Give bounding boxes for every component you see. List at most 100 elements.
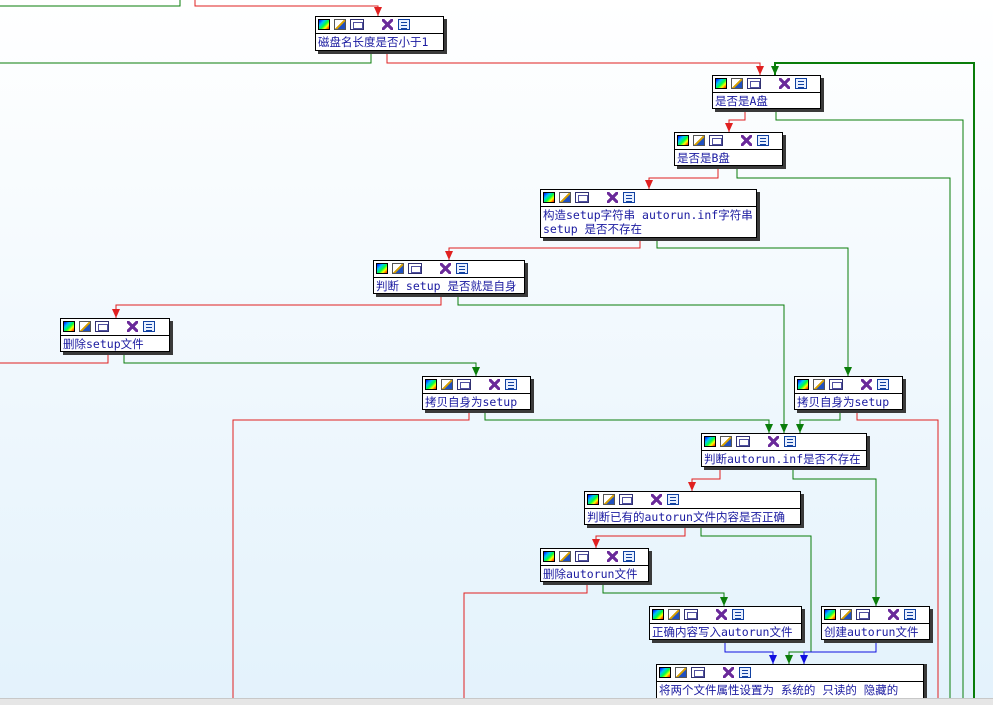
node-toolbar xyxy=(657,665,923,682)
graph-overview-icon[interactable] xyxy=(691,667,705,678)
node-copy-self-setup-right[interactable]: 拷贝自身为setup xyxy=(794,376,903,410)
rename-icon[interactable] xyxy=(559,192,571,203)
text-view-icon[interactable] xyxy=(505,379,517,390)
text-view-icon[interactable] xyxy=(456,263,468,274)
text-view-icon[interactable] xyxy=(623,192,635,203)
text-view-icon[interactable] xyxy=(398,19,410,30)
collapse-tree-icon[interactable] xyxy=(382,19,393,30)
edge-build-to-copy-right-arrowhead xyxy=(844,367,852,376)
edge-delete-autorun-to-write xyxy=(602,582,725,606)
node-build-strings[interactable]: 构造setup字符串 autorun.inf字符串 setup 是否不存在 xyxy=(540,189,757,238)
rename-icon[interactable] xyxy=(813,379,825,390)
rename-icon[interactable] xyxy=(559,551,571,562)
node-disk-name-length[interactable]: 磁盘名长度是否小于1 xyxy=(315,16,444,51)
color-palette-icon[interactable] xyxy=(659,667,671,678)
node-delete-setup[interactable]: 删除setup文件 xyxy=(60,318,170,352)
color-palette-icon[interactable] xyxy=(824,609,836,620)
node-copy-self-setup-left[interactable]: 拷贝自身为setup xyxy=(422,376,531,410)
color-palette-icon[interactable] xyxy=(715,78,727,89)
rename-icon[interactable] xyxy=(441,379,453,390)
color-palette-icon[interactable] xyxy=(797,379,809,390)
color-palette-icon[interactable] xyxy=(63,321,75,332)
collapse-tree-icon[interactable] xyxy=(489,379,500,390)
node-write-content[interactable]: 正确内容写入autorun文件 xyxy=(649,606,802,640)
rename-icon[interactable] xyxy=(668,609,680,620)
graph-overview-icon[interactable] xyxy=(95,321,109,332)
node-check-autorun-content[interactable]: 判断已有的autorun文件内容是否正确 xyxy=(584,491,801,525)
edge-top-left-exit xyxy=(0,0,181,7)
horizontal-scrollbar[interactable] xyxy=(0,698,993,705)
collapse-tree-icon[interactable] xyxy=(768,436,779,447)
collapse-tree-icon[interactable] xyxy=(607,192,618,203)
text-view-icon[interactable] xyxy=(784,436,796,447)
collapse-tree-icon[interactable] xyxy=(861,379,872,390)
edge-build-to-copy-right xyxy=(656,238,849,376)
collapse-tree-icon[interactable] xyxy=(716,609,727,620)
rename-icon[interactable] xyxy=(720,436,732,447)
edge-is-a-to-is-b-arrowhead xyxy=(725,123,733,132)
node-create-autorun[interactable]: 创建autorun文件 xyxy=(821,606,930,640)
node-label: 将两个文件属性设置为 系统的 只读的 隐藏的 xyxy=(659,683,899,697)
graph-overview-icon[interactable] xyxy=(829,379,843,390)
collapse-tree-icon[interactable] xyxy=(127,321,138,332)
color-palette-icon[interactable] xyxy=(543,551,555,562)
graph-overview-icon[interactable] xyxy=(408,263,422,274)
rename-icon[interactable] xyxy=(603,494,615,505)
node-delete-autorun[interactable]: 删除autorun文件 xyxy=(540,548,649,582)
rename-icon[interactable] xyxy=(693,135,705,146)
graph-overview-icon[interactable] xyxy=(575,551,589,562)
node-set-attributes[interactable]: 将两个文件属性设置为 系统的 只读的 隐藏的 xyxy=(656,664,924,705)
color-palette-icon[interactable] xyxy=(425,379,437,390)
color-palette-icon[interactable] xyxy=(318,19,330,30)
text-view-icon[interactable] xyxy=(757,135,769,146)
edge-autorun-check-to-create xyxy=(792,467,877,606)
collapse-tree-icon[interactable] xyxy=(651,494,662,505)
text-view-icon[interactable] xyxy=(667,494,679,505)
graph-overview-icon[interactable] xyxy=(709,135,723,146)
node-is-b-drive[interactable]: 是否是B盘 xyxy=(674,132,783,166)
rename-icon[interactable] xyxy=(334,19,346,30)
collapse-tree-icon[interactable] xyxy=(607,551,618,562)
collapse-tree-icon[interactable] xyxy=(779,78,790,89)
text-view-icon[interactable] xyxy=(877,379,889,390)
text-view-icon[interactable] xyxy=(904,609,916,620)
node-autorun-not-exist[interactable]: 判断autorun.inf是否不存在 xyxy=(701,433,867,467)
graph-overview-icon[interactable] xyxy=(350,19,364,30)
graph-overview-icon[interactable] xyxy=(457,379,471,390)
rename-icon[interactable] xyxy=(392,263,404,274)
edge-copy-right-exit-down xyxy=(856,410,939,705)
text-view-icon[interactable] xyxy=(739,667,751,678)
edge-delete-to-copy-left-arrowhead xyxy=(472,367,480,376)
graph-overview-icon[interactable] xyxy=(684,609,698,620)
graph-overview-icon[interactable] xyxy=(747,78,761,89)
collapse-tree-icon[interactable] xyxy=(888,609,899,620)
text-view-icon[interactable] xyxy=(732,609,744,620)
graph-overview-icon[interactable] xyxy=(856,609,870,620)
rename-icon[interactable] xyxy=(840,609,852,620)
rename-icon[interactable] xyxy=(675,667,687,678)
graph-overview-icon[interactable] xyxy=(736,436,750,447)
color-palette-icon[interactable] xyxy=(704,436,716,447)
collapse-tree-icon[interactable] xyxy=(723,667,734,678)
color-palette-icon[interactable] xyxy=(543,192,555,203)
text-view-icon[interactable] xyxy=(143,321,155,332)
node-setup-is-self[interactable]: 判断 setup 是否就是自身 xyxy=(373,260,525,294)
text-view-icon[interactable] xyxy=(795,78,807,89)
color-palette-icon[interactable] xyxy=(677,135,689,146)
collapse-tree-icon[interactable] xyxy=(440,263,451,274)
color-palette-icon[interactable] xyxy=(587,494,599,505)
graph-overview-icon[interactable] xyxy=(619,494,633,505)
color-palette-icon[interactable] xyxy=(652,609,664,620)
graph-overview-icon[interactable] xyxy=(575,192,589,203)
node-is-a-drive[interactable]: 是否是A盘 xyxy=(712,75,821,109)
rename-icon[interactable] xyxy=(731,78,743,89)
edge-delete-autorun-exit-down xyxy=(463,582,588,705)
text-view-icon[interactable] xyxy=(623,551,635,562)
color-palette-icon[interactable] xyxy=(376,263,388,274)
edge-build-to-setup-self-arrowhead xyxy=(445,251,453,260)
rename-icon[interactable] xyxy=(79,321,91,332)
edge-disk-name-to-left xyxy=(0,51,372,64)
collapse-tree-icon[interactable] xyxy=(741,135,752,146)
edge-autorun-check-to-content xyxy=(691,467,721,491)
